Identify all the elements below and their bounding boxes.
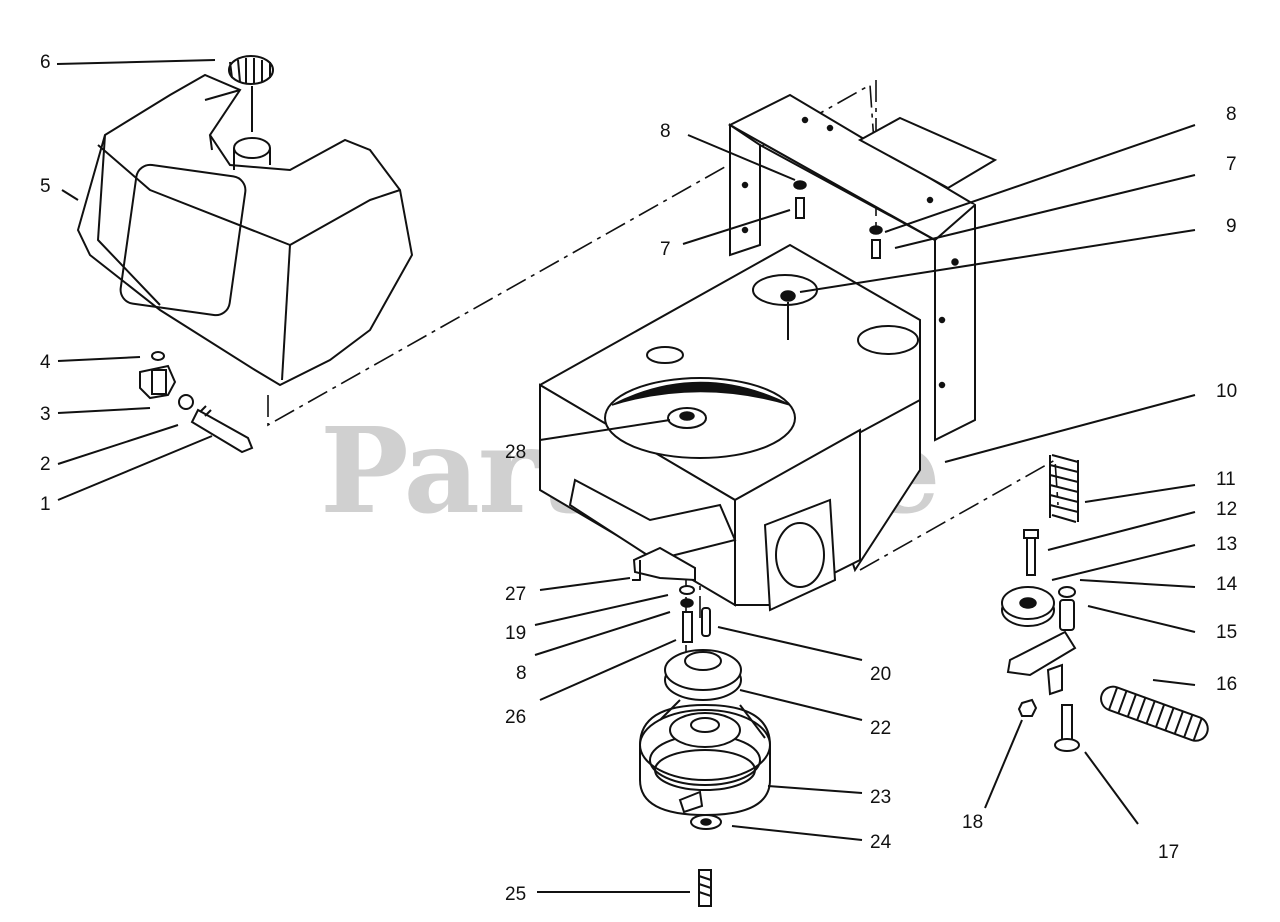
callout-20: 20 (870, 664, 891, 685)
callout-12: 12 (1216, 499, 1237, 520)
fuel-cap-icon (228, 55, 274, 170)
callout-23: 23 (870, 787, 891, 808)
callout-16: 16 (1216, 674, 1237, 695)
callout-8-right: 8 (1226, 104, 1237, 125)
callout-8-top: 8 (660, 121, 671, 142)
callout-6: 6 (40, 52, 51, 73)
callout-1: 1 (40, 494, 51, 515)
callout-19: 19 (505, 623, 526, 644)
callout-26: 26 (505, 707, 526, 728)
callout-3: 3 (40, 404, 51, 425)
fuel-valve-icon (139, 351, 194, 410)
callout-7-right: 7 (1226, 154, 1237, 175)
callout-9: 9 (1226, 216, 1237, 237)
callout-4: 4 (40, 352, 51, 373)
callout-7-top: 7 (660, 239, 671, 260)
callout-24: 24 (870, 832, 892, 853)
callout-13: 13 (1216, 534, 1237, 555)
callout-8-bottom: 8 (516, 663, 527, 684)
callout-17: 17 (1158, 842, 1179, 863)
idler-pulley-icon (1001, 529, 1080, 752)
spring-icon (1049, 454, 1209, 742)
callout-28: 28 (505, 442, 526, 463)
fuel-hose-icon (190, 405, 254, 454)
callout-10: 10 (1216, 381, 1237, 402)
callout-labels: 6 5 4 3 2 1 8 7 8 7 9 10 11 12 13 14 15 … (40, 52, 1238, 905)
callout-2: 2 (40, 454, 51, 475)
clutch-icon (639, 699, 771, 907)
callout-18: 18 (962, 812, 983, 833)
callout-11: 11 (1216, 469, 1236, 490)
callout-14: 14 (1216, 574, 1238, 595)
callout-22: 22 (870, 718, 891, 739)
callout-25: 25 (505, 884, 526, 905)
callout-15: 15 (1216, 622, 1237, 643)
callout-27: 27 (505, 584, 526, 605)
pulley-icon (632, 407, 742, 701)
leader-lines (56, 59, 1196, 893)
bolt-icon (780, 180, 883, 340)
fuel-tank-icon (76, 73, 414, 387)
callout-5: 5 (40, 176, 51, 197)
